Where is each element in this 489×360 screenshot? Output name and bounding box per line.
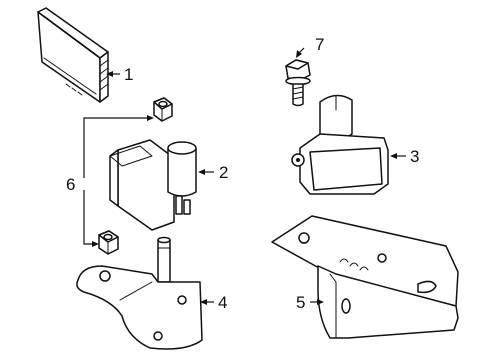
impact-sensor-icon xyxy=(291,94,389,195)
mounting-bracket-icon xyxy=(271,215,459,339)
callout-5: 5 xyxy=(296,293,305,312)
mounting-bracket-icon xyxy=(76,236,203,350)
callout-6: 6 xyxy=(66,175,75,194)
callout-7: 7 xyxy=(315,35,324,54)
flange-bolt-icon xyxy=(285,59,311,107)
callout-1: 1 xyxy=(124,65,133,84)
callout-2: 2 xyxy=(219,163,228,182)
control-module-icon xyxy=(37,7,109,103)
impact-sensor-icon xyxy=(109,139,197,231)
hex-nut-icon xyxy=(153,97,173,122)
callout-3: 3 xyxy=(410,147,419,166)
leader-lines xyxy=(83,47,406,305)
callout-4: 4 xyxy=(218,293,227,312)
hex-nut-icon xyxy=(98,230,119,255)
